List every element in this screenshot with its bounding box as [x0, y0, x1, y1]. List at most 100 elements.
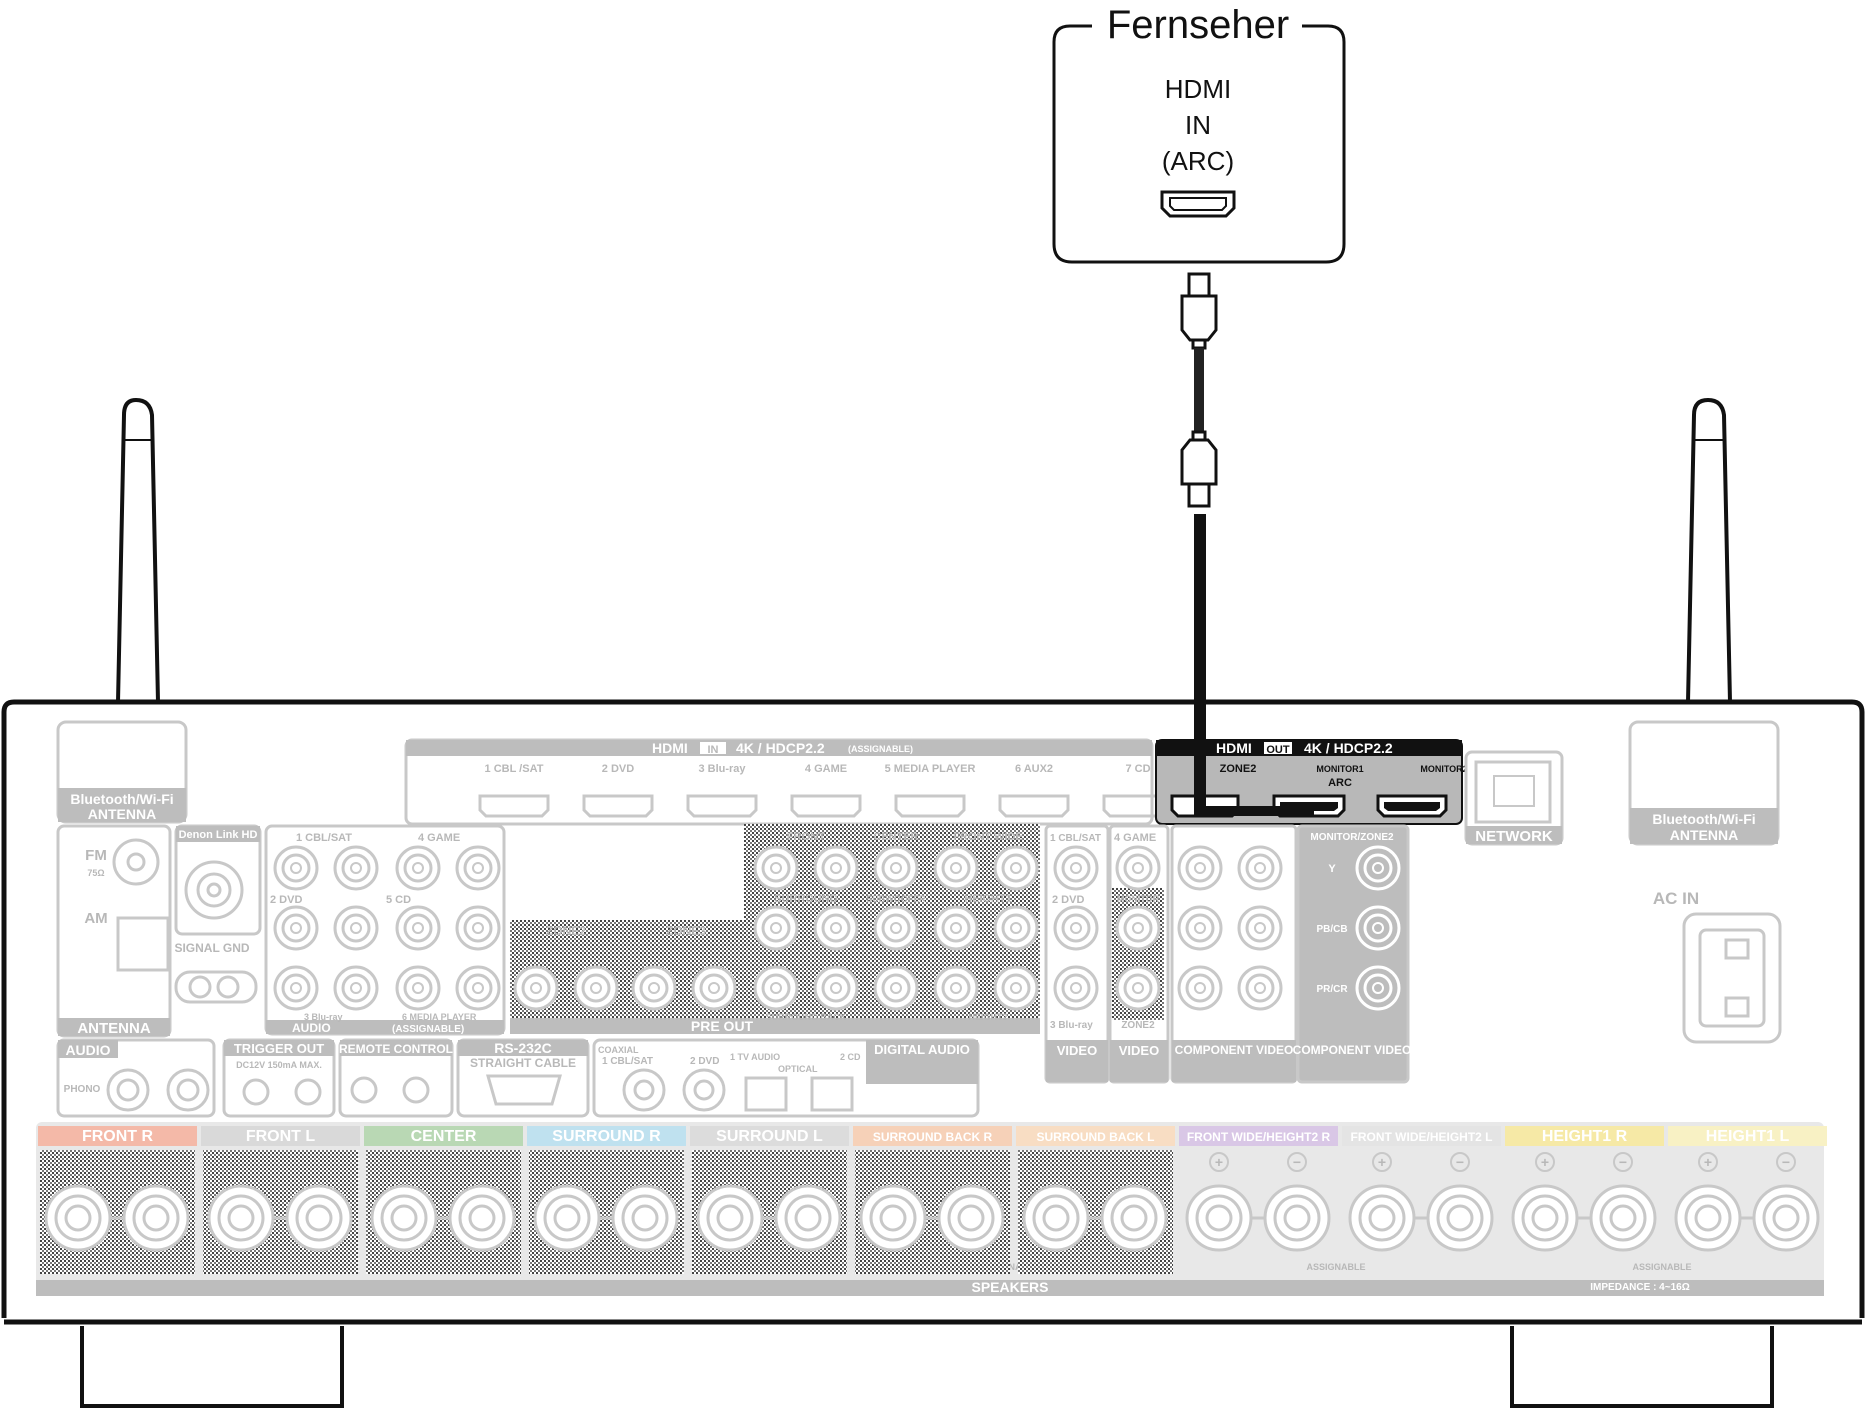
pre-out-jack-7: [873, 845, 919, 891]
antenna-left-label-2: ANTENNA: [88, 806, 156, 822]
speaker-terminal-2-minus: [285, 1184, 353, 1252]
pre-out-jack-18: [933, 965, 979, 1011]
component-in-jack-1: [1177, 845, 1223, 891]
pre-front-wide-label: FRONT WIDE: [953, 831, 1023, 843]
trigger-spec-label: DC12V 150mA MAX.: [236, 1060, 322, 1070]
ac-in: AC IN: [1653, 889, 1782, 1044]
speaker-polarity-icon: +: [1215, 1154, 1223, 1170]
component-in-jack-6: [1237, 965, 1283, 1011]
speaker-group-2: FRONT L: [201, 1126, 360, 1274]
video-label-1: 1 CBL/SAT: [1050, 833, 1101, 844]
hdmi-in-port-1: [478, 794, 550, 818]
hdmi-in-port-2: [582, 794, 654, 818]
speaker-group-label-4: SURROUND R: [552, 1128, 661, 1145]
receiver-body: [1, 699, 1865, 1408]
speaker-terminal-3-plus: [370, 1184, 438, 1252]
component-in-jack-2: [1177, 905, 1223, 951]
zone2-label: ZONE2: [546, 924, 586, 938]
pre-out-jack-6: [813, 845, 859, 891]
coax-dvd-label: 2 DVD: [690, 1056, 719, 1067]
assignable-label-3: ASSIGNABLE: [1632, 1262, 1691, 1272]
hdmi-in-label-6: 6 AUX2: [1015, 763, 1053, 775]
hdmi-in-panel: HDMI IN 4K / HDCP2.2 (ASSIGNABLE) 1 CBL …: [404, 738, 1174, 826]
pre-height1-label: HEIGHT1: [964, 893, 1012, 905]
speaker-group-label-5: SURROUND L: [716, 1128, 823, 1145]
denon-link-label: Denon Link HD: [179, 829, 258, 841]
pre-out-label: PRE OUT: [691, 1018, 754, 1034]
audio-in-jack-11: [395, 965, 441, 1011]
zone3-label: ZONE3: [666, 924, 706, 938]
audio-in-assignable: (ASSIGNABLE): [392, 1024, 464, 1035]
audio-in-jack-6: [333, 905, 379, 951]
digital-audio-label: DIGITAL AUDIO: [874, 1042, 970, 1057]
audio-in-label-4: 5 CD: [386, 894, 411, 906]
audio-in-jack-10: [333, 965, 379, 1011]
speaker-terminal-7-plus: [1022, 1184, 1090, 1252]
audio-in-section: AUDIO (ASSIGNABLE) 1 CBL/SAT 4 GAME 2 DV…: [264, 824, 506, 1036]
speaker-group-label-1: FRONT R: [82, 1128, 154, 1145]
hdmi-out-zone2: ZONE2: [1220, 763, 1257, 775]
speaker-group-label-7: SURROUND BACK L: [1037, 1130, 1155, 1144]
hdmi-in-port-5: [894, 794, 966, 818]
trigger-out-label: TRIGGER OUT: [234, 1041, 324, 1056]
hdmi-out-spec: 4K / HDCP2.2: [1304, 740, 1393, 756]
pre-front-label: FRONT: [787, 831, 825, 843]
phono-label: PHONO: [64, 1084, 101, 1095]
pre-out-section: PRE OUT ZONE2 ZONE3 FRONT CENTER FRONT W…: [510, 824, 1040, 1034]
hdmi-in-port-4: [790, 794, 862, 818]
am-label: AM: [84, 910, 107, 927]
hdmi-in-label-3: 3 Blu-ray: [698, 763, 746, 775]
remote-control-label: REMOTE CONTROL: [339, 1042, 453, 1056]
audio-in-jack-2: [333, 845, 379, 891]
pre-out-jack-17: [873, 965, 919, 1011]
ac-in-label: AC IN: [1653, 889, 1699, 908]
antenna-left: [115, 397, 161, 704]
audio-phono-header: AUDIO: [65, 1042, 110, 1058]
video-section: 1 CBL/SAT 4 GAME 2 DVD MONITOR 3 Blu-ray…: [1044, 824, 1170, 1084]
component-pb-label: PB/CB: [1316, 924, 1347, 935]
speaker-group-label-2: FRONT L: [246, 1128, 316, 1145]
hdmi-in-header: HDMI: [652, 740, 688, 756]
hdmi-in-badge: IN: [708, 744, 719, 756]
component-in-jack-3: [1177, 965, 1223, 1011]
speaker-group-3: CENTER: [364, 1126, 523, 1274]
pre-height2-label: HEIGHT2: [968, 1012, 1007, 1022]
pre-out-jack-9: [993, 845, 1039, 891]
video-jack-5: [1053, 965, 1099, 1011]
straight-cable-label: STRAIGHT CABLE: [470, 1056, 576, 1070]
video-in-label: VIDEO: [1057, 1043, 1097, 1058]
antenna-right-label-2: ANTENNA: [1670, 827, 1738, 843]
speaker-polarity-icon: +: [1541, 1154, 1549, 1170]
component-out-jack-1: [1355, 845, 1401, 891]
tv-hdmi-port-icon: [1160, 190, 1236, 218]
antenna-base-right: Bluetooth/Wi-Fi ANTENNA: [1628, 720, 1780, 846]
speaker-section: SPEAKERS IMPEDANCE : 4~16Ω ASSIGNABLE AS…: [36, 1122, 1827, 1296]
audio-in-label-3: 2 DVD: [270, 894, 302, 906]
pre-subwoofer-label: SUBWOOFER: [866, 894, 926, 904]
video-jack-6: [1115, 965, 1161, 1011]
hdmi-in-label-4: 4 GAME: [805, 763, 847, 775]
network-label: NETWORK: [1475, 828, 1553, 845]
hdmi-in-label-7: 7 CD: [1125, 763, 1150, 775]
hdmi-in-label-2: 2 DVD: [602, 763, 634, 775]
speaker-terminal-11-minus: −: [1752, 1152, 1820, 1252]
rs232c-section: RS-232C STRAIGHT CABLE: [456, 1038, 590, 1118]
video-label-2: 4 GAME: [1114, 832, 1156, 844]
hdmi-out-badge: OUT: [1266, 744, 1290, 756]
audio-in-jack-7: [395, 905, 441, 951]
speaker-group-1: FRONT R: [38, 1126, 197, 1274]
antenna-left-label-1: Bluetooth/Wi-Fi: [70, 791, 173, 807]
component-in-label: COMPONENT VIDEO: [1175, 1043, 1294, 1057]
component-in-jack-5: [1237, 905, 1283, 951]
hdmi-in-port-3: [686, 794, 758, 818]
pre-out-jack-1: [513, 965, 559, 1011]
hdmi-in-port-6: [998, 794, 1070, 818]
pre-out-jack-19: [993, 965, 1039, 1011]
hdmi-out-monitor1: MONITOR1: [1316, 764, 1363, 774]
pre-center-label: CENTER: [873, 831, 918, 843]
optical-label: OPTICAL: [778, 1064, 818, 1074]
pre-surround-label: SURROUND: [774, 893, 838, 905]
audio-in-jack-9: [273, 965, 319, 1011]
speaker-terminal-2-plus: [207, 1184, 275, 1252]
component-out-jack-2: [1355, 905, 1401, 951]
